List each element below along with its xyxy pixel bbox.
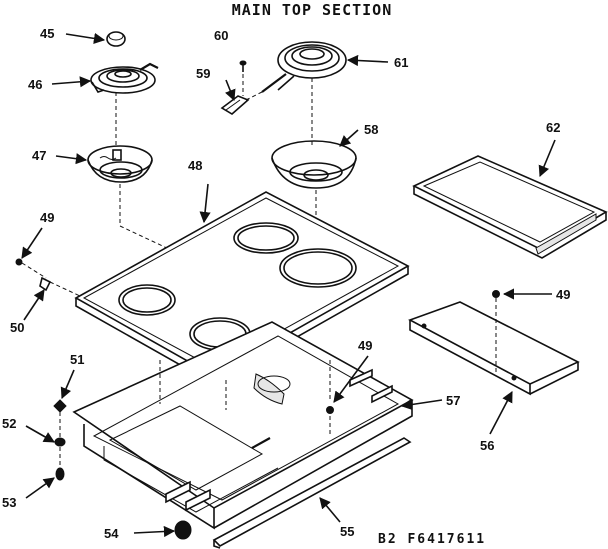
callout-52: 52 [2, 416, 16, 431]
callout-49-center: 49 [358, 338, 372, 353]
callout-54: 54 [104, 526, 119, 541]
part-54-foot [174, 520, 192, 540]
part-58-large-drip-pan [271, 140, 357, 189]
part-60-screw [239, 60, 247, 72]
callout-50: 50 [10, 320, 24, 335]
chassis-burner-box [72, 321, 414, 530]
part-62-glass-panel [412, 155, 608, 259]
diagram-title: MAIN TOP SECTION [232, 1, 393, 19]
callout-62: 62 [546, 120, 560, 135]
part-61-large-surface-element [261, 41, 347, 93]
callout-47: 47 [32, 148, 46, 163]
part-50-clip [39, 276, 52, 292]
part-47-small-drip-pan [87, 145, 153, 183]
callout-57: 57 [446, 393, 460, 408]
part-45-knob-cap [106, 31, 126, 47]
callout-49-right: 49 [556, 287, 570, 302]
callout-46: 46 [28, 77, 42, 92]
part-59-receptacle [220, 74, 263, 115]
callout-53: 53 [2, 495, 16, 510]
drawing-code: B2 F6417611 [378, 532, 486, 547]
part-46-small-surface-element [90, 62, 159, 94]
callout-48: 48 [188, 158, 202, 173]
callout-61: 61 [394, 55, 408, 70]
part-53-switch [55, 467, 65, 481]
callout-45: 45 [40, 26, 54, 41]
part-56-rear-bracket [408, 301, 580, 396]
callout-59: 59 [196, 66, 210, 81]
part-51-knob [53, 399, 67, 413]
callout-60: 60 [214, 28, 228, 43]
part-49-screw-right [492, 290, 500, 298]
callout-58: 58 [364, 122, 378, 137]
callout-arrows [21, 32, 556, 538]
callout-55: 55 [340, 524, 354, 539]
part-55-front-strip [212, 437, 412, 549]
callout-51: 51 [70, 352, 84, 367]
part-49-screw-left [15, 258, 23, 266]
callout-56: 56 [480, 438, 494, 453]
part-49-screw-center [326, 406, 334, 414]
callout-49-left: 49 [40, 210, 54, 225]
